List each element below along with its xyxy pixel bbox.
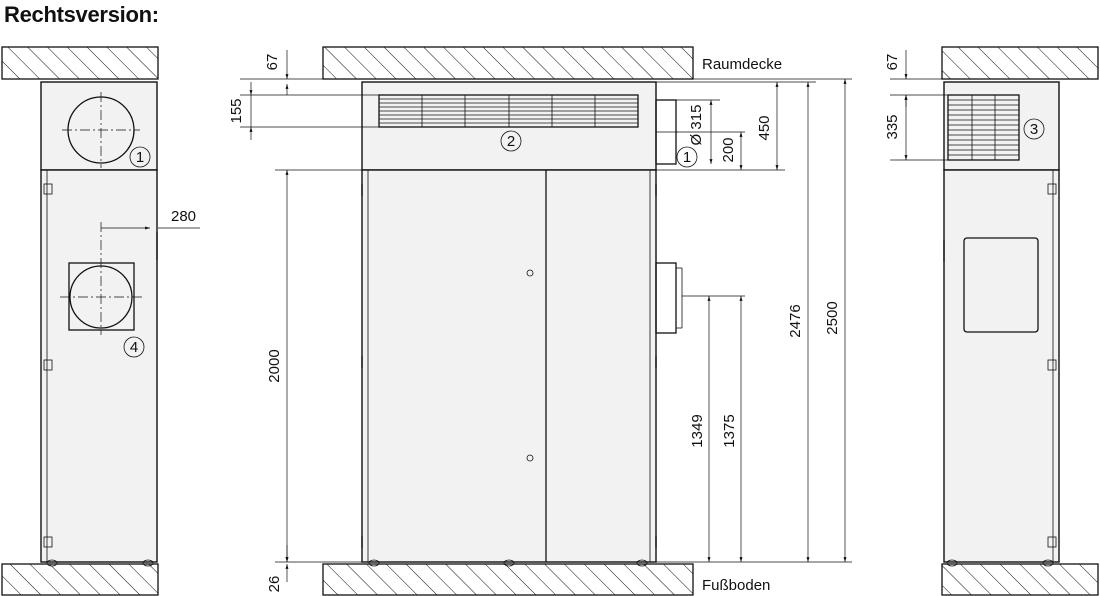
dim-155: 155 <box>228 98 245 123</box>
dim-450: 450 <box>756 115 773 140</box>
floor-label: Fußboden <box>702 577 770 594</box>
hinge-right-1 <box>1047 183 1057 195</box>
air-grille <box>378 94 639 128</box>
front-view: Raumdecke Fußboden <box>228 46 852 596</box>
air-grille-side <box>947 94 1020 161</box>
ceiling-slab-left <box>1 46 159 80</box>
dim-26: 26 <box>266 576 283 593</box>
ceiling-slab-right <box>941 46 1099 80</box>
left-side-view: 280 1 4 <box>1 46 200 596</box>
diagram-title: Rechtsversion: <box>4 2 159 27</box>
duct-stub-side <box>655 262 677 334</box>
door-lock-top <box>526 269 534 277</box>
floor-slab-right <box>941 563 1099 596</box>
callout-4: 4 <box>130 339 138 356</box>
dim-2000: 2000 <box>266 349 283 382</box>
cabinet-body-front <box>361 169 657 563</box>
ceiling-slab-front <box>322 46 694 80</box>
dim-67-side: 67 <box>884 54 901 71</box>
dim-2500: 2500 <box>824 301 841 334</box>
dim-1349: 1349 <box>689 414 706 447</box>
dim-diameter-315: Ø 315 <box>688 105 705 146</box>
ceiling-label: Raumdecke <box>702 56 782 73</box>
callout-2: 2 <box>507 133 515 150</box>
hinge-left-3 <box>43 536 53 548</box>
dim-2476: 2476 <box>787 304 804 337</box>
callout-3: 3 <box>1030 121 1038 138</box>
door-lock-bottom <box>526 454 534 462</box>
hinge-left-1 <box>43 183 53 195</box>
dim-280: 280 <box>171 208 196 225</box>
floor-slab-left <box>1 563 159 596</box>
callout-1-front: 1 <box>683 149 691 166</box>
hinge-right-2 <box>1047 359 1057 371</box>
floor-slab-front <box>322 563 694 596</box>
cabinet-body-right <box>943 169 1060 563</box>
dim-200: 200 <box>720 137 737 162</box>
dim-1375: 1375 <box>721 414 738 447</box>
hinge-right-3 <box>1047 536 1057 548</box>
duct-square <box>68 262 135 331</box>
dim-335: 335 <box>884 114 901 139</box>
hinge-left-2 <box>43 359 53 371</box>
callout-1-left: 1 <box>136 149 144 166</box>
dim-67-front: 67 <box>264 54 281 71</box>
cabinet-body-left <box>40 169 158 563</box>
right-side-view: 3 67 335 <box>884 46 1099 596</box>
window-panel <box>963 237 1039 333</box>
